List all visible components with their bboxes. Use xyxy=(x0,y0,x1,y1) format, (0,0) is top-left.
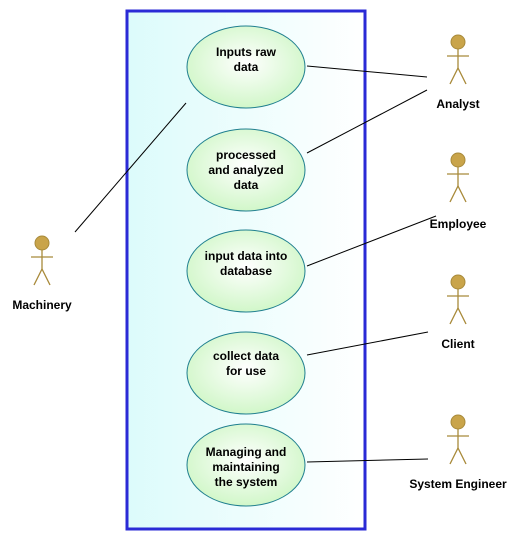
actor-label: Analyst xyxy=(436,97,479,111)
association-analyst-inputs-raw-data xyxy=(306,65,428,78)
actor-label: Employee xyxy=(430,217,487,231)
actor-head-icon xyxy=(34,235,50,251)
actor-head-icon xyxy=(450,414,466,430)
actor-label: System Engineer xyxy=(409,477,507,491)
association-analyst-processed-and-analyzed-data xyxy=(306,89,428,154)
association-system-engineer-managing-and-maintaining-the-system xyxy=(306,458,429,463)
association-machinery-inputs-raw-data xyxy=(74,102,187,233)
actor-machinery[interactable]: Machinery xyxy=(12,235,72,312)
actor-label: Client xyxy=(441,337,474,351)
association-client-collect-data-for-use xyxy=(306,331,429,356)
actor-analyst[interactable]: Analyst xyxy=(436,34,480,111)
actor-head-icon xyxy=(450,274,466,290)
actor-head-icon xyxy=(450,152,466,168)
associations xyxy=(74,65,437,463)
actor-client[interactable]: Client xyxy=(441,274,475,351)
actor-system-engineer[interactable]: System Engineer xyxy=(409,414,507,491)
actor-label: Machinery xyxy=(12,298,72,312)
actor-employee[interactable]: Employee xyxy=(430,152,487,231)
association-employee-input-data-into-database xyxy=(306,215,437,267)
actor-head-icon xyxy=(450,34,466,50)
